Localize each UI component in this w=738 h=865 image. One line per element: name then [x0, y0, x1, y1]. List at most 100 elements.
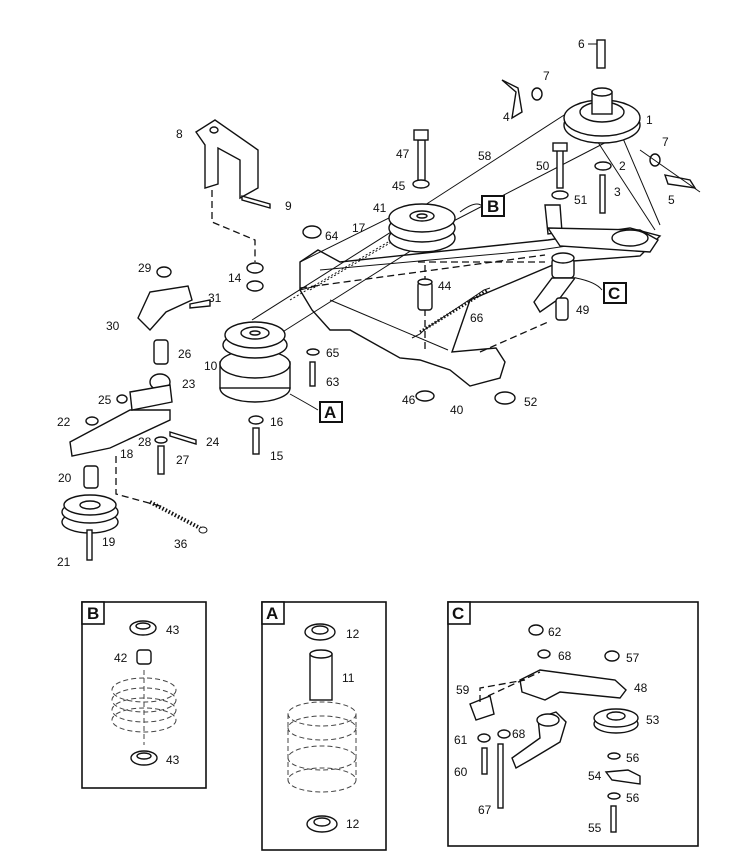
nut-57 — [604, 650, 620, 662]
inset-b: B 43 42 43 — [81, 601, 207, 789]
callout-c: C — [575, 277, 627, 304]
part-label: 2 — [619, 159, 626, 173]
part-label: 56 — [626, 791, 640, 805]
washer-14b — [246, 280, 264, 292]
nut-25 — [116, 394, 128, 404]
part-label: 12 — [346, 627, 360, 641]
part-label: 42 — [114, 651, 128, 665]
nut-64 — [302, 225, 322, 239]
callout-b: B — [459, 195, 505, 217]
idler-arm-18-ext — [129, 384, 173, 411]
bolt-50-head — [552, 142, 568, 152]
bushing-49 — [555, 297, 569, 321]
pulley-ghost-b — [111, 670, 177, 745]
part-label: 64 — [325, 229, 339, 243]
part-label: 30 — [106, 319, 120, 333]
washer-2 — [594, 161, 612, 171]
nut-68a — [537, 649, 551, 659]
washer-51 — [551, 190, 569, 200]
part-label: 11 — [342, 671, 355, 685]
bolt-67 — [497, 743, 504, 809]
part-label: 20 — [58, 471, 72, 485]
callout-a-label: A — [324, 403, 336, 422]
nut-22 — [85, 416, 99, 426]
engine-pulley — [563, 87, 641, 144]
part-label: 28 — [138, 435, 152, 449]
bolt-31 — [189, 299, 211, 309]
part-label: 6 — [578, 37, 585, 51]
part-label: 7 — [543, 69, 550, 83]
spring-36 — [149, 500, 201, 530]
part-label: 10 — [204, 359, 218, 373]
part-label: 36 — [174, 537, 188, 551]
part-label: 53 — [646, 713, 660, 727]
dash-arm — [115, 456, 161, 507]
nut-29 — [156, 266, 172, 278]
washer-45 — [412, 179, 430, 189]
part-label: 18 — [120, 447, 134, 461]
callout-c-label: C — [608, 284, 620, 303]
pulley-10 — [219, 321, 291, 403]
belt-guide-5 — [663, 174, 697, 189]
part-label: 43 — [166, 753, 180, 767]
washer-56b — [607, 792, 621, 800]
inset-a-tag: A — [266, 604, 278, 623]
washer-7a — [531, 87, 543, 101]
inset-c: C 62 68 57 59 48 53 61 68 56 60 54 — [447, 601, 699, 847]
arm-48 — [519, 669, 627, 701]
part-label: 50 — [536, 159, 550, 173]
pulley-41 — [388, 203, 456, 253]
part-label: 7 — [662, 135, 669, 149]
part-label: 16 — [270, 415, 284, 429]
dash-c-a — [487, 671, 541, 697]
part-label: 40 — [450, 403, 464, 417]
part-label: 17 — [352, 221, 366, 235]
part-label: 12 — [346, 817, 360, 831]
bracket-8 — [195, 119, 259, 200]
part-label: 46 — [402, 393, 416, 407]
part-label: 25 — [98, 393, 112, 407]
part-label: 48 — [634, 681, 648, 695]
spacer-20 — [83, 465, 99, 489]
spring-66 — [411, 287, 491, 339]
part-label: 43 — [166, 623, 180, 637]
part-label: 61 — [454, 733, 468, 747]
part-label: 65 — [326, 346, 340, 360]
part-label: 62 — [548, 625, 562, 639]
part-label: 21 — [57, 555, 71, 569]
part-label: 68 — [558, 649, 572, 663]
bracket-8-hole — [209, 126, 219, 134]
part-label: 41 — [373, 201, 387, 215]
callout-b-label: B — [487, 197, 499, 216]
inset-a: A 12 11 12 — [261, 601, 387, 851]
part-label: 5 — [668, 193, 675, 207]
pulley-19 — [61, 494, 119, 534]
inset-c-tag: C — [452, 604, 464, 623]
pulley-ghost-a — [287, 701, 357, 793]
part-label: 67 — [478, 803, 492, 817]
part-label: 19 — [102, 535, 116, 549]
spring-66-coils — [419, 288, 489, 334]
part-label: 49 — [576, 303, 590, 317]
part-label: 51 — [574, 193, 588, 207]
part-label: 57 — [626, 651, 640, 665]
part-label: 66 — [470, 311, 484, 325]
part-label: 47 — [396, 147, 410, 161]
belt-17-teeth — [289, 234, 401, 301]
part-label: 29 — [138, 261, 152, 275]
guide-rod — [639, 149, 701, 193]
washer-16 — [248, 415, 264, 425]
part-label: 26 — [178, 347, 192, 361]
part-label: 58 — [478, 149, 492, 163]
bolt-9 — [241, 195, 271, 209]
nut-62 — [528, 624, 544, 636]
dash-c-b — [479, 679, 526, 702]
bolt-60 — [481, 747, 488, 775]
bracket-30 — [137, 285, 193, 332]
part-label: 15 — [270, 449, 284, 463]
belt-58 — [424, 107, 661, 231]
bolt-63 — [309, 361, 316, 387]
bolt-24 — [169, 431, 197, 445]
part-label: 23 — [182, 377, 196, 391]
nut-68b — [497, 729, 511, 739]
